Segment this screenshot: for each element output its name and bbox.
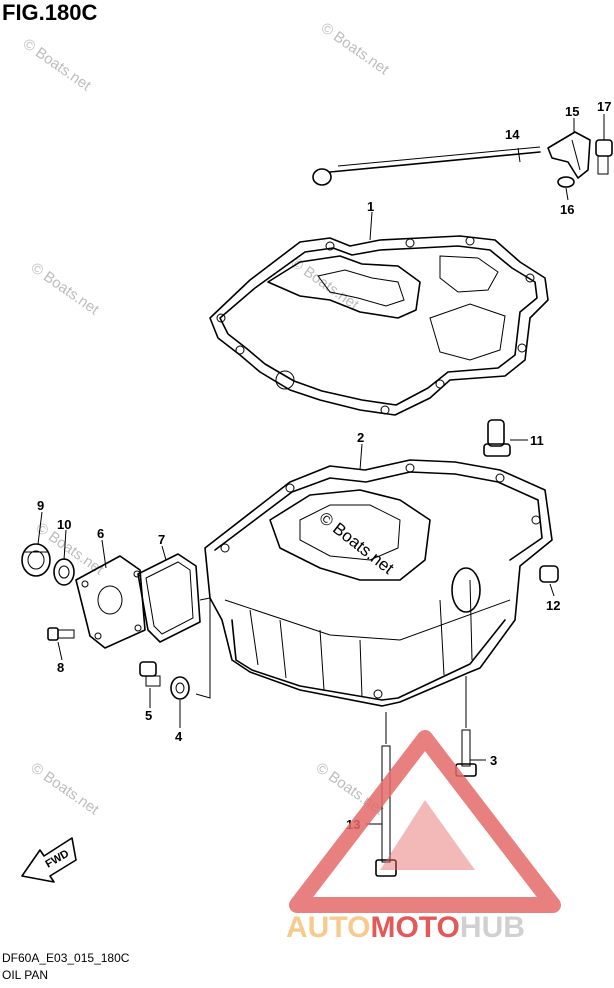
- fwd-label: FWD: [44, 848, 72, 871]
- bolt-3-part: [455, 729, 477, 777]
- callout-6: 6: [97, 526, 104, 541]
- logo-part-moto: MOTO: [370, 911, 459, 944]
- oil-pan-part: [204, 459, 553, 707]
- callout-8: 8: [57, 660, 64, 675]
- drain-plug-part: [21, 543, 51, 577]
- callout-16: 16: [560, 202, 574, 217]
- callout-7: 7: [158, 532, 165, 547]
- figure-code: DF60A_E03_015_180C: [2, 951, 130, 965]
- callout-14: 14: [505, 127, 520, 142]
- figure-title: FIG.180C: [2, 0, 98, 25]
- callout-9: 9: [37, 498, 44, 513]
- forward-arrow-icon: FWD: [21, 837, 77, 883]
- bracket-lines: [195, 597, 211, 699]
- cover-gasket-part: [137, 553, 201, 643]
- guide-bolt-part: [595, 139, 613, 175]
- callout-10: 10: [57, 517, 71, 532]
- callout-5: 5: [145, 708, 152, 723]
- callout-3: 3: [490, 753, 497, 768]
- plug-part: [539, 565, 559, 583]
- callout-11: 11: [530, 433, 544, 448]
- figure-name: OIL PAN: [2, 968, 49, 982]
- callout-15: 15: [565, 104, 579, 119]
- washer-part: [53, 558, 75, 586]
- breather-fitting-part: [483, 419, 511, 457]
- callout-group: 1 2 3 4 5 6 7 8 9 10 11 12 13 14 15 16 1…: [37, 99, 611, 832]
- dipstick-guide-part: [547, 131, 591, 179]
- logo-part-hub: HUB: [460, 911, 525, 944]
- callout-12: 12: [546, 598, 560, 613]
- callout-2: 2: [357, 430, 364, 445]
- callout-4: 4: [175, 729, 183, 744]
- gasket-part: [209, 235, 549, 416]
- bolt-5-part: [139, 661, 161, 687]
- watermark: © Boats.net: [318, 19, 393, 78]
- washer-4-part: [170, 676, 190, 700]
- watermark: © Boats.net: [28, 759, 103, 818]
- callout-17: 17: [597, 99, 611, 114]
- watermark-group: © Boats.net © Boats.net © Boats.net © Bo…: [20, 19, 398, 818]
- leader-lines: [37, 114, 605, 825]
- logo-part-auto: AUTO: [286, 911, 370, 944]
- callout-1: 1: [367, 199, 374, 214]
- watermark-dark: © Boats.net: [316, 508, 398, 578]
- automotohub-logo: AUTOMOTOHUB: [286, 730, 561, 944]
- watermark: © Boats.net: [28, 259, 103, 318]
- cover-plate-part: [75, 555, 146, 649]
- cover-bolt-part: [47, 627, 75, 641]
- logo-text-auto: AUTOMOTOHUB: [286, 911, 525, 944]
- o-ring-part: [557, 176, 575, 188]
- watermark: © Boats.net: [20, 35, 95, 94]
- dipstick-part: [312, 146, 541, 186]
